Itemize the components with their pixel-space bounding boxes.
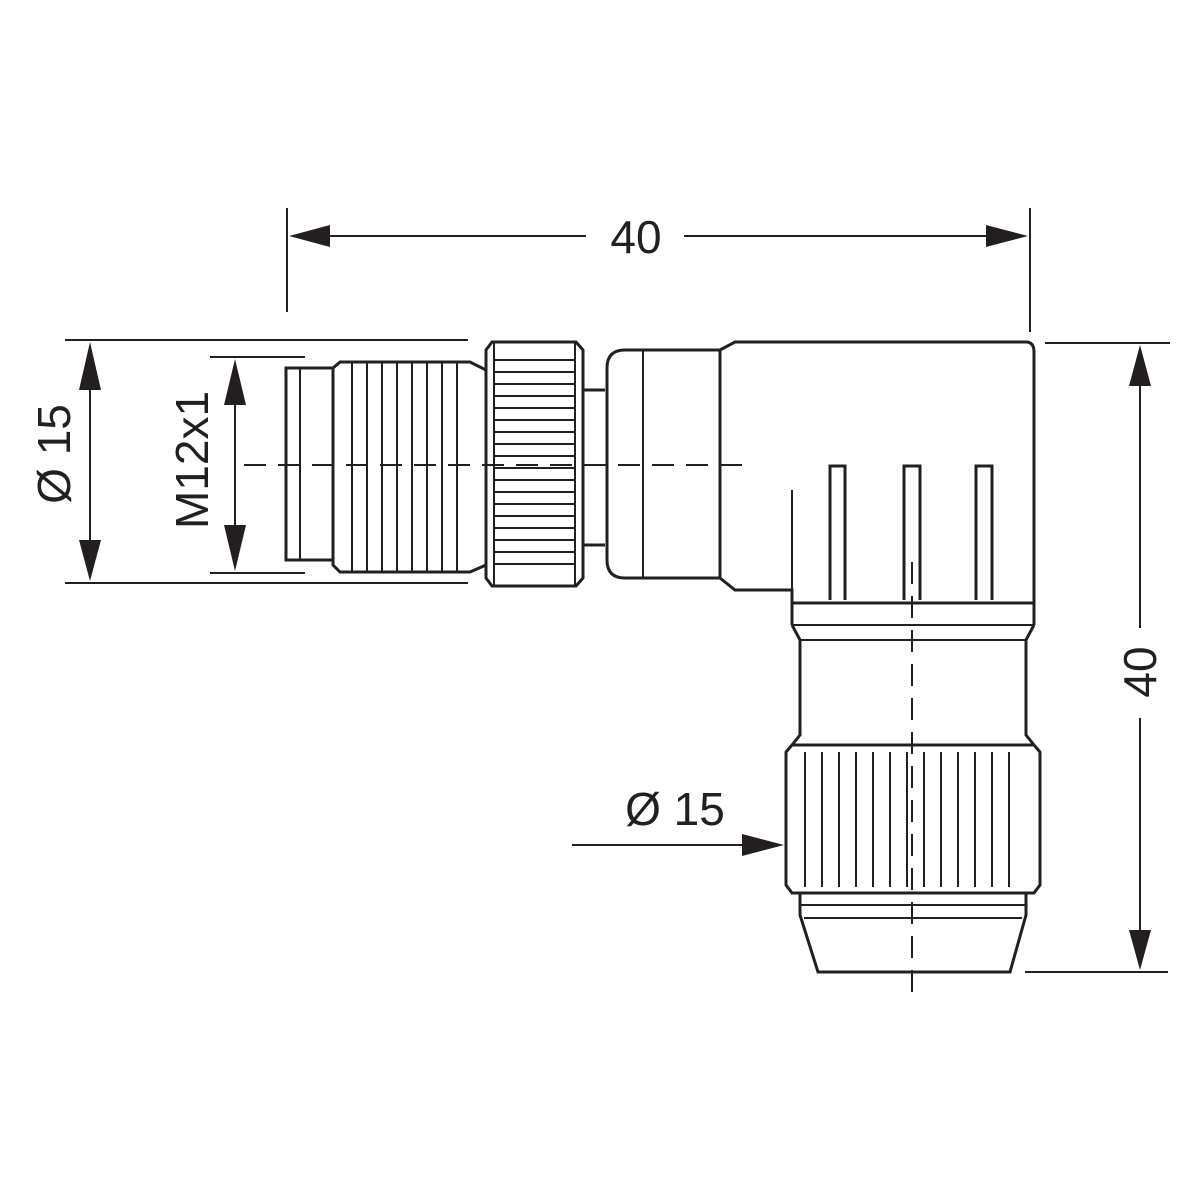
- neck: [583, 388, 605, 547]
- top-length-label: 40: [610, 211, 661, 263]
- dimension-bottom-diameter: Ø 15: [572, 783, 784, 856]
- arrow-up-icon: [79, 342, 101, 390]
- arrow-down-icon: [224, 525, 246, 571]
- arrow-up-icon: [1129, 345, 1151, 386]
- angled-body: [718, 340, 1036, 605]
- arrow-right-icon: [742, 834, 784, 856]
- dimension-left-diameter: Ø 15: [28, 339, 468, 584]
- dimension-top: 40: [286, 208, 1031, 332]
- coupling-nut: [484, 340, 585, 588]
- right-height-label: 40: [1114, 646, 1166, 697]
- bottom-diameter-label: Ø 15: [625, 783, 725, 835]
- arrow-right-icon: [986, 225, 1028, 247]
- thread-section: [331, 360, 488, 574]
- arrow-up-icon: [224, 359, 246, 405]
- arrow-left-icon: [289, 225, 330, 247]
- dimension-right: 40: [1025, 342, 1170, 973]
- thread-label: M12x1: [166, 391, 218, 529]
- sleeve: [790, 603, 1036, 746]
- collar: [605, 348, 720, 580]
- left-diameter-label: Ø 15: [28, 404, 80, 504]
- arrow-down-icon: [1129, 930, 1151, 970]
- dimension-thread: M12x1: [166, 356, 305, 574]
- gland-nut: [784, 743, 1042, 895]
- arrow-down-icon: [79, 540, 101, 581]
